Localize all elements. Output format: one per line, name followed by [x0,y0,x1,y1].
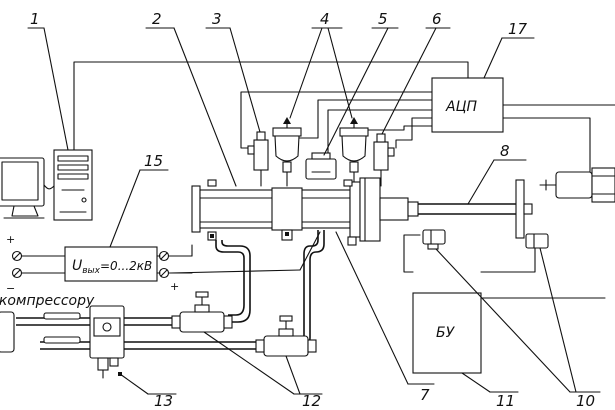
cylinder-end-cap-left [191,185,201,233]
compressor-connector [0,311,15,353]
polarity-plus-label: + [6,233,15,246]
callout-17: 17 [508,20,528,38]
control-unit-label: БУ [436,325,456,341]
callout-8: 8 [500,142,510,160]
computer [0,149,93,221]
position-sensor-left [422,229,446,250]
callout-7: 7 [420,386,430,404]
callout-2: 2 [152,10,162,28]
callout-11: 11 [496,392,515,410]
voltage-main-label: U [72,258,82,274]
load-assembly [515,167,615,239]
cylinder-piston [271,187,303,231]
cylinder-head [359,177,381,242]
callout-3: 3 [212,10,222,28]
adc-label: АЦП [445,99,477,115]
control-unit: БУ [412,292,482,374]
callout-10: 10 [576,392,595,410]
position-sensor-right [525,233,549,249]
callout-numbers: 1 2 3 4 5 6 17 15 8 13 12 7 11 10 [30,10,595,410]
sensor-5 [305,152,337,180]
callout-6: 6 [432,10,442,28]
monitor [0,157,45,207]
sensor-6 [373,133,395,187]
pneumatic-cylinder [191,177,522,246]
rod-seal [379,197,409,221]
polarity-plus-label-right: + [170,280,179,293]
air-pipes [16,230,325,350]
monitor-stand [11,205,39,217]
voltage-value-label: =0...2кВ [100,259,152,273]
callout-13: 13 [154,392,173,410]
compressor-label: к компрессору [0,293,95,309]
rod-end-actuator [555,171,593,199]
callout-12: 12 [302,392,321,410]
voltage-sub-label: вых [82,266,100,276]
voltage-source-box [64,246,158,282]
callout-15: 15 [144,152,163,170]
adc-unit: АЦП [431,77,504,133]
pressure-gauge-right [339,117,369,187]
sensor-3 [247,131,269,187]
callout-1: 1 [30,10,40,28]
valve-lower [255,315,317,357]
load-plate [515,179,525,239]
voltage-source: Uвых=0...2кВ + − + [6,233,193,295]
distributor-block [89,305,125,379]
callout-5: 5 [378,10,388,28]
callout-4: 4 [320,10,330,28]
leader-lines [27,27,601,395]
cylinder-flange [349,181,361,238]
pressure-gauge-left [272,117,302,187]
monitor-screen [1,161,39,201]
system-unit [53,149,93,221]
valve-upper [171,291,233,333]
polarity-minus-label: − [6,282,15,295]
control-unit-box [412,292,482,374]
svg-text:Uвых=0...2кВ: Uвых=0...2кВ [72,258,152,276]
